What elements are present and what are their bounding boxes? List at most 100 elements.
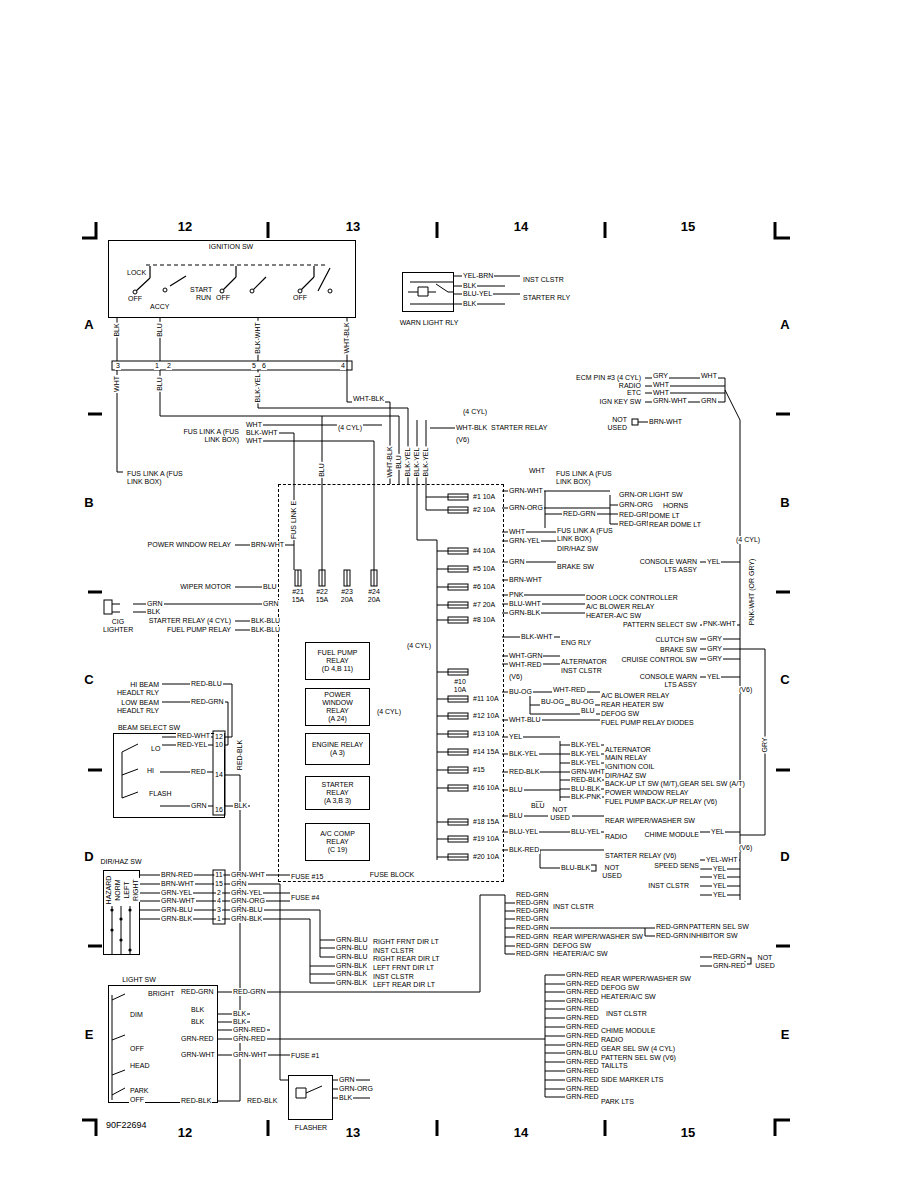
wire-label: PNK-WHT (OR GRY)	[748, 558, 756, 627]
position-label: OFF	[215, 294, 231, 302]
wire-label: INST CLSTR	[560, 667, 603, 675]
grid-reference: 13	[344, 1126, 362, 1140]
wire-label: 11	[214, 871, 223, 879]
wire-label: #14 15A	[472, 748, 500, 756]
wire-label: RED-BLK	[180, 1097, 212, 1105]
wire-label: 2	[166, 362, 172, 370]
wire-label: REAR WIPER/WASHER SW	[600, 975, 692, 983]
wire-label: FUSE #1	[290, 1052, 320, 1060]
wire-label: 10	[214, 741, 224, 749]
wire-label: FUS LINK A (FUS LINK BOX)	[556, 527, 622, 543]
wire-label: GRY	[706, 645, 723, 653]
wire-label: (4 CYL)	[735, 536, 761, 544]
wire-label: STARTER RELAY (4 CYL)	[148, 617, 232, 625]
wire-label: BLK	[233, 802, 248, 810]
wire-label: GRN-ORG	[508, 504, 544, 512]
wire-label: GRN-BLU	[160, 906, 194, 914]
wire-label: GRN-BLK	[230, 915, 263, 923]
wire-label: GRN-BLK	[508, 609, 541, 617]
grid-reference: A	[82, 318, 95, 332]
position-label: BRIGHT	[147, 990, 175, 998]
wire-label: HI BEAM HEADLT RLY	[110, 681, 160, 697]
wire-label: BRN-WHT	[648, 418, 683, 426]
wire-label: GRN	[338, 1076, 356, 1084]
wire-label: BLK-YEL	[508, 750, 539, 758]
relay-box: FUEL PUMP RELAY(D 4,B 11)	[305, 642, 370, 680]
wire-label: FUSE #4	[290, 894, 320, 902]
wire-label: CONSOLE WARN LTS ASSY	[638, 673, 698, 689]
wire-label: BRAKE SW	[556, 563, 595, 571]
wire-label: BRN-WHT	[250, 541, 285, 549]
wire-label: NOT USED	[606, 416, 628, 432]
relay-box: STARTER RELAY(A 3,B 3)	[305, 776, 370, 810]
wire-label: 1	[154, 362, 160, 370]
position-label: RUN	[195, 294, 212, 302]
wire-label: GRN-WHT	[232, 1051, 268, 1059]
relay-box: WARN LIGHT RLY	[402, 272, 454, 312]
wire-label: LEFT REAR DIR LT	[372, 981, 436, 989]
position-label: FLASH	[148, 790, 173, 798]
wire-label: PNK-WHT	[702, 620, 737, 628]
wire-label: RED-GRN	[515, 924, 550, 932]
wire-label: CHIME MODULE	[600, 1027, 656, 1035]
wire-label: RED-BLU	[190, 680, 223, 688]
wire-label: 4	[216, 897, 222, 905]
wire-label: GRN-ORG	[338, 1085, 374, 1093]
position-label: RIGHT	[132, 878, 140, 902]
wire-label: GRN-RED	[565, 997, 600, 1005]
wire-label: BLK-YEL	[570, 741, 601, 749]
text-stack: STARTER RELAY(A 3,B 3)	[306, 777, 369, 809]
wire-label: BLK	[146, 608, 161, 616]
wire-label: YEL	[706, 558, 721, 566]
wire-label: RED-GRN	[515, 899, 550, 907]
wire-label: RED-GRN	[515, 915, 550, 923]
wire-label: GRN-WHT	[508, 487, 544, 495]
flasher-box: FLASHER	[288, 1075, 333, 1120]
wire-label: YEL	[712, 865, 727, 873]
position-label: LEFT	[123, 880, 131, 899]
position-label: (D 4,B 11)	[321, 665, 354, 673]
wire-label: GRN-YEL	[160, 889, 193, 897]
wire-label: FUS LINK A (FUS LINK BOX)	[174, 428, 240, 444]
wire-label: A/C BLOWER RELAY	[600, 692, 670, 700]
wire-label: HEATER-A/C SW	[585, 612, 642, 620]
wire-label: GRN-WHT	[570, 768, 606, 776]
wire-label: BACK-UP LT SW (M/T),GEAR SEL SW (A/T)	[604, 780, 746, 788]
wire-label: RIGHT REAR DIR LT	[372, 955, 441, 963]
wire-label: PATTERN SEL SW (V6)	[600, 1054, 677, 1062]
wire-label: RED-YEL	[176, 741, 208, 749]
wire-label: IGNITION COIL	[604, 763, 655, 771]
wire-label: 15	[214, 880, 224, 888]
grid-reference: 15	[679, 1126, 697, 1140]
component-label: BEAM SELECT SW	[117, 724, 181, 732]
grid-reference: 13	[344, 220, 362, 234]
figure-code: 90F22694	[105, 1120, 148, 1130]
wire-label: GRN-BLK	[335, 979, 368, 987]
position-label: DIM	[129, 1011, 144, 1019]
wire-label: YEL-BRN	[462, 272, 494, 280]
wire-label: FUS LINK A (FUS LINK BOX)	[555, 470, 621, 486]
fuse-group	[295, 494, 468, 860]
wire-label: GRN-WHT	[652, 397, 688, 405]
wire-label: BLK-YEL	[570, 750, 601, 758]
wire-label: REAR DOME LT	[648, 521, 702, 529]
wire-label: WHT-BLK	[455, 424, 488, 432]
wire-label: STARTER RELAY (V6)	[604, 852, 677, 860]
position-label: NORM	[114, 878, 122, 901]
wire-label: GRN-BLU	[335, 944, 369, 952]
wire-label: RED-GRN	[515, 942, 550, 950]
wire-label: RIGHT FRNT DIR LT	[372, 938, 440, 946]
wire-label: DIR/HAZ SW	[604, 772, 647, 780]
wire-label: RED-BLK	[508, 768, 540, 776]
wire-label: WHT-BLK	[386, 445, 394, 478]
wire-label: BLK-BLU	[250, 617, 281, 625]
wire-label: #24 20A	[364, 588, 384, 604]
wire-label: PATTERN SEL SW	[688, 923, 750, 931]
wire-label: INST CLSTR	[372, 947, 415, 955]
wire-label: #4 10A	[472, 547, 496, 555]
grid-reference: E	[83, 1028, 96, 1042]
wire-label: DEFOG SW	[600, 984, 640, 992]
wire-label: #12 10A	[472, 712, 500, 720]
wire-label: GRN-BLU	[335, 936, 369, 944]
wire-label: FUEL PUMP RELAY	[166, 626, 232, 634]
